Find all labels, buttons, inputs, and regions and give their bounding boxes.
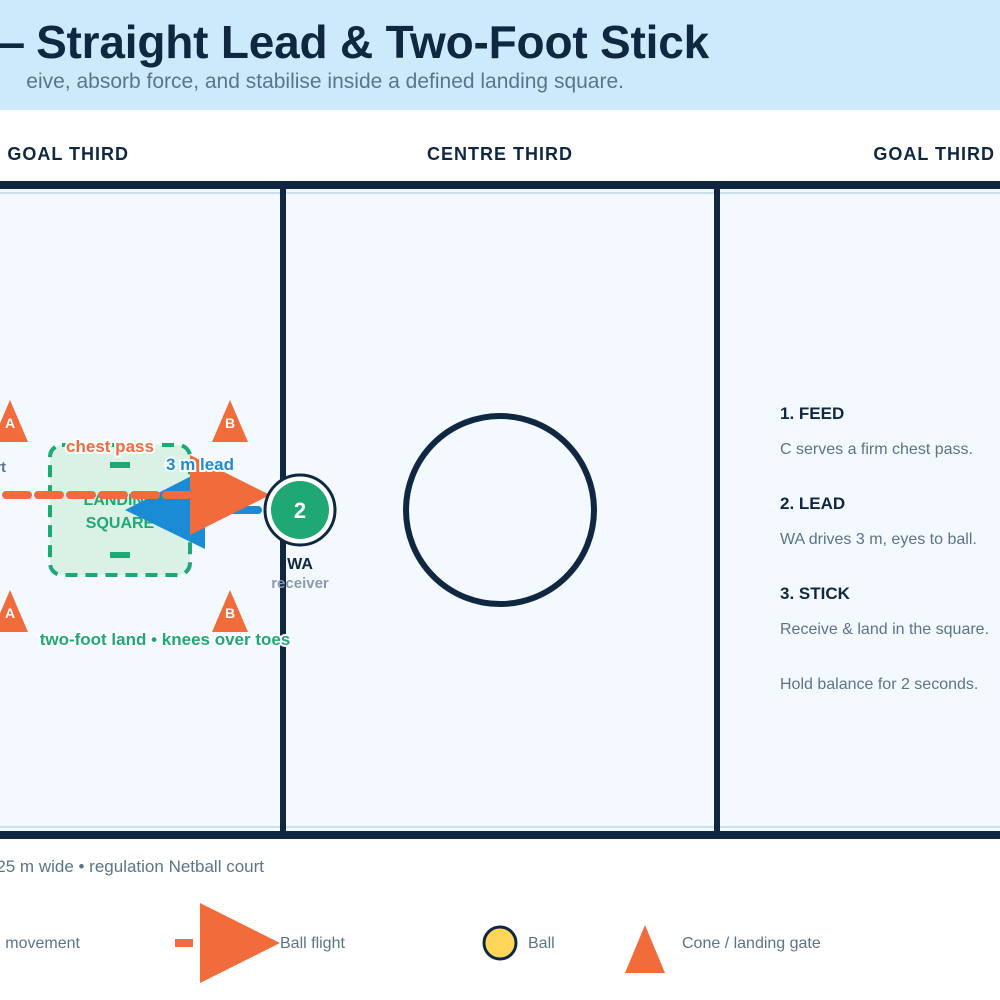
step-2-desc: WA drives 3 m, eyes to ball.: [780, 531, 977, 548]
player-wa-marker: [271, 481, 329, 539]
lead-distance-label: 3 m lead: [166, 455, 234, 474]
cone-b-top: [212, 400, 248, 442]
lead-arrow-head: [125, 469, 205, 549]
centre-circle: [403, 413, 597, 607]
cone-b-top-label: B: [225, 415, 235, 431]
legend-ball-flight-label: Ball flight: [280, 935, 345, 952]
legend-ball-icon: [482, 925, 518, 961]
court-bottom-line: [0, 831, 1000, 839]
step-4-desc: Hold balance for 2 seconds.: [780, 676, 979, 693]
legend-ball-label: Ball: [528, 935, 555, 952]
third-label-left: GOAL THIRD: [7, 144, 129, 164]
landing-square-label-2: SQUARE: [86, 515, 155, 532]
start-label: rt: [0, 459, 6, 476]
step-1-title: 1. FEED: [780, 404, 845, 423]
chest-pass-label: chest pass: [66, 437, 154, 456]
cone-b-bottom: [212, 590, 248, 632]
cone-a-bottom-label: A: [5, 605, 15, 621]
cone-a-top: [0, 400, 28, 442]
player-number: 2: [294, 498, 306, 523]
step-3-desc: Receive & land in the square.: [780, 621, 990, 638]
page-title: — Straight Lead & Two-Foot Stick: [0, 16, 709, 68]
step-1-desc: C serves a firm chest pass.: [780, 441, 973, 458]
court-size-note: 25 m wide • regulation Netball court: [0, 857, 264, 876]
step-2-title: 2. LEAD: [780, 494, 846, 513]
player-position: WA: [287, 556, 313, 573]
court-top-line: [0, 181, 1000, 189]
player-role: receiver: [271, 575, 329, 592]
third-line-right: [714, 185, 720, 833]
page-subtitle: eive, absorb force, and stabilise inside…: [26, 70, 624, 93]
legend-ball-flight-arrow-icon: [200, 903, 280, 983]
legend-ball-flight-dash: [175, 939, 193, 947]
legend-movement-label: movement: [5, 935, 80, 952]
landing-cue: two-foot land • knees over toes: [40, 630, 291, 649]
landing-square-tick-top: [110, 462, 130, 468]
landing-square-tick-bottom: [110, 552, 130, 558]
cone-a-bottom: [0, 590, 28, 632]
header-banner: — Straight Lead & Two-Foot Stick eive, a…: [0, 0, 1000, 110]
ball-flight-arrow-head: [190, 455, 270, 535]
cone-b-bottom-label: B: [225, 605, 235, 621]
legend-cone-label: Cone / landing gate: [682, 935, 821, 952]
third-label-centre: CENTRE THIRD: [427, 144, 573, 164]
third-label-right: GOAL THIRD: [873, 144, 995, 164]
legend-cone-icon: [625, 925, 665, 973]
step-3-title: 3. STICK: [780, 584, 850, 603]
cone-a-top-label: A: [5, 415, 15, 431]
